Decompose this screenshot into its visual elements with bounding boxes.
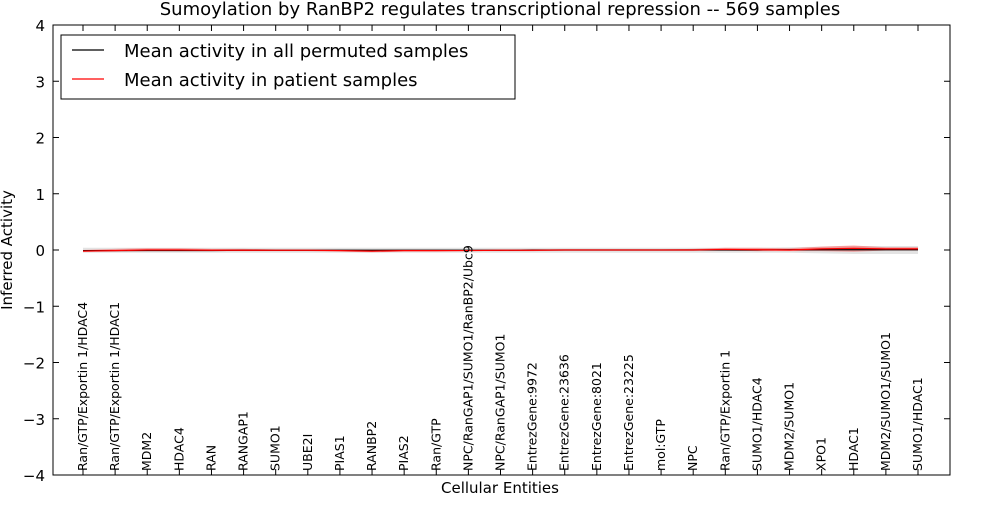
- y-tick-label: −2: [23, 355, 45, 373]
- x-tick-label: Ran/GTP: [428, 418, 443, 471]
- y-tick-label: −4: [23, 467, 45, 485]
- series-lines: [82, 247, 918, 252]
- x-tick-label: SUMO1/HDAC4: [749, 377, 764, 471]
- x-tick-labels: Ran/GTP/Exportin 1/HDAC4 Ran/GTP/Exportin…: [75, 245, 925, 471]
- x-tick-label: NPC/RanGAP1/SUMO1: [493, 334, 508, 471]
- y-tick-label: 2: [35, 130, 45, 148]
- y-axis-title: Inferred Activity: [0, 190, 16, 310]
- x-tick-label: EntrezGene:8021: [589, 362, 604, 471]
- legend-label-patient: Mean activity in patient samples: [124, 70, 418, 91]
- y-tick-label: 0: [35, 242, 45, 260]
- y-tick-label: −1: [23, 298, 45, 316]
- x-tick-label: MDM2/SUMO1: [782, 382, 797, 471]
- x-tick-label: SUMO1/HDAC1: [910, 377, 925, 471]
- axes: [52, 24, 951, 476]
- legend-box: [60, 34, 516, 100]
- x-tick-label: MDM2/SUMO1/SUMO1: [878, 332, 893, 471]
- x-tick-label: HDAC1: [846, 427, 861, 471]
- chart-title: Sumoylation by RanBP2 regulates transcri…: [160, 0, 841, 20]
- legend: Mean activity in all permuted samples Me…: [60, 34, 516, 100]
- x-tick-label: UBE2I: [300, 434, 315, 471]
- y-tick-label: 4: [35, 17, 45, 35]
- x-tick-label: RANGAP1: [236, 411, 251, 471]
- x-tick-label: RANBP2: [364, 421, 379, 471]
- x-tick-label: Ran/GTP/Exportin 1/HDAC4: [75, 302, 90, 471]
- x-axis-title: Cellular Entities: [441, 479, 559, 497]
- x-tick-label: Ran/GTP/Exportin 1/HDAC1: [107, 302, 122, 471]
- x-tick-label: NPC/RanGAP1/SUMO1/RanBP2/Ubc9: [460, 245, 475, 471]
- x-tick-label: RAN: [204, 445, 219, 471]
- x-tick-label: EntrezGene:9972: [525, 362, 540, 471]
- y-tick-label: −3: [23, 411, 45, 429]
- y-tick-label: 1: [35, 186, 45, 204]
- x-tick-label: PIAS1: [332, 435, 347, 471]
- x-tick-label: MDM2: [139, 432, 154, 471]
- x-tick-label: PIAS2: [396, 435, 411, 471]
- x-tick-label: SUMO1: [268, 425, 283, 471]
- x-tick-label: XPO1: [814, 437, 829, 471]
- y-tick-labels: −4 −3 −2 −1 0 1 2 3 4: [23, 17, 45, 485]
- x-tick-label: EntrezGene:23636: [557, 354, 572, 471]
- x-tick-label: mol:GTP: [653, 419, 668, 471]
- x-tick-label: EntrezGene:23225: [621, 354, 636, 471]
- x-tick-label: Ran/GTP/Exportin 1: [717, 350, 732, 471]
- legend-label-permuted: Mean activity in all permuted samples: [124, 41, 468, 62]
- x-tick-label: HDAC4: [171, 427, 186, 471]
- x-tick-label: NPC: [685, 445, 700, 471]
- y-tick-label: 3: [35, 73, 45, 91]
- series-line-1: [82, 247, 918, 252]
